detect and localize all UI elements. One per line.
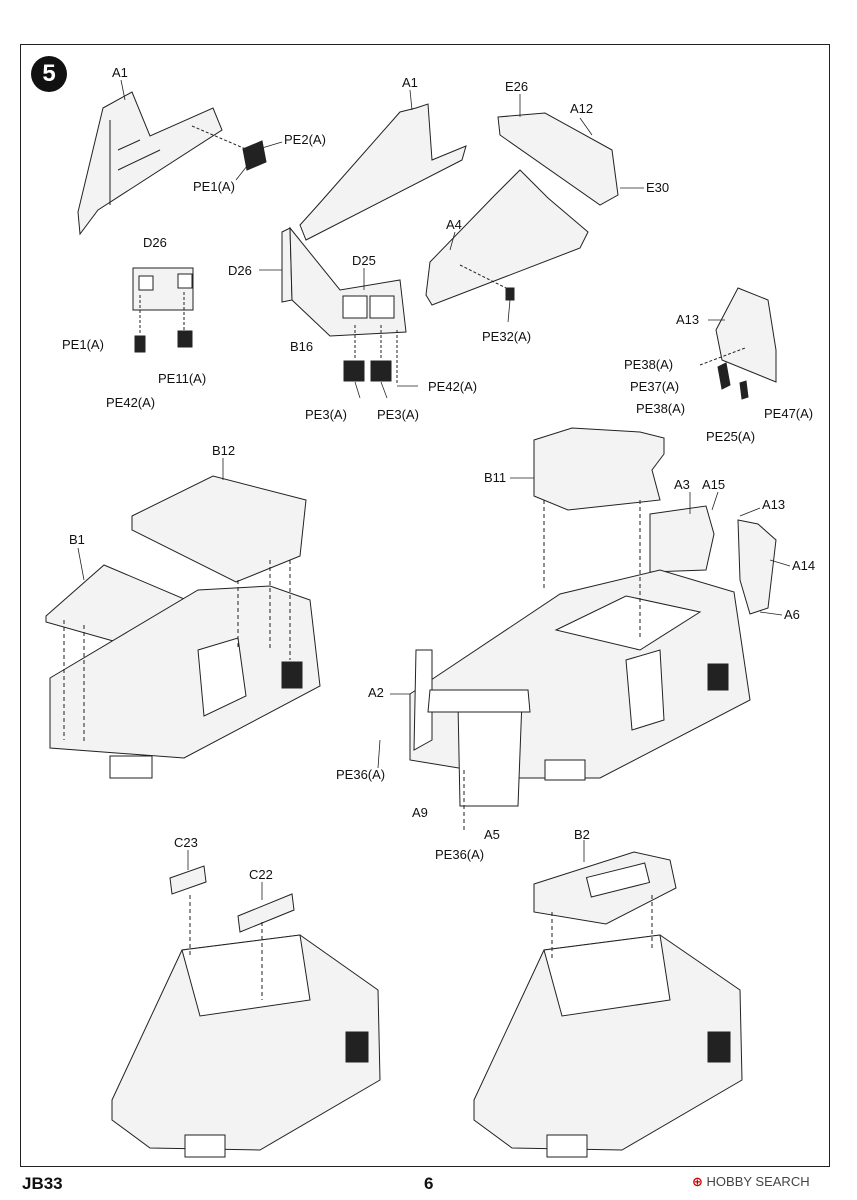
label-a3: A3 bbox=[674, 477, 690, 492]
page-frame bbox=[20, 44, 830, 1167]
label-pe11-a: PE11(A) bbox=[158, 371, 207, 386]
label-e26: E26 bbox=[505, 79, 529, 94]
pe1-part-mid bbox=[135, 336, 145, 352]
label-pe2-a: PE2(A) bbox=[284, 132, 326, 147]
label-a14: A14 bbox=[792, 558, 816, 573]
label-d26-side: D26 bbox=[228, 263, 252, 278]
part-hull-tub-b11 bbox=[410, 428, 776, 830]
label-pe38-a-2: PE38(A) bbox=[636, 401, 686, 416]
label-a6: A6 bbox=[784, 607, 800, 622]
label-b2: B2 bbox=[574, 827, 590, 842]
label-a4: A4 bbox=[446, 217, 462, 232]
label-pe36-a-2: PE36(A) bbox=[435, 847, 485, 862]
label-e30: E30 bbox=[646, 180, 670, 195]
watermark: ⊕ HOBBY SEARCH bbox=[692, 1174, 810, 1190]
label-pe1-a-mid: PE1(A) bbox=[62, 337, 104, 352]
label-a2: A2 bbox=[368, 685, 384, 700]
label-pe42-a-center: PE42(A) bbox=[428, 379, 478, 394]
label-c23: C23 bbox=[174, 835, 198, 850]
label-a13-top: A13 bbox=[676, 312, 700, 327]
label-pe38-a-1: PE38(A) bbox=[624, 357, 674, 372]
step-number-badge: 5 bbox=[31, 56, 67, 92]
label-pe42-a-left: PE42(A) bbox=[106, 395, 156, 410]
pe11-part bbox=[178, 331, 192, 347]
label-a13-mid: A13 bbox=[762, 497, 786, 512]
leader-lines bbox=[78, 80, 790, 900]
label-a1-center: A1 bbox=[402, 75, 418, 90]
pe2-part bbox=[243, 141, 266, 170]
label-pe3-a-2: PE3(A) bbox=[377, 407, 419, 422]
part-a13-plate bbox=[700, 288, 776, 399]
hobby-search-logo-icon: ⊕ bbox=[692, 1174, 703, 1189]
label-b1: B1 bbox=[69, 532, 85, 547]
label-pe32-a: PE32(A) bbox=[482, 329, 532, 344]
kit-code: JB33 bbox=[22, 1174, 63, 1193]
label-d26-top: D26 bbox=[143, 235, 167, 250]
label-pe37-a: PE37(A) bbox=[630, 379, 680, 394]
part-upper-hull-c23-c22 bbox=[112, 866, 380, 1157]
label-a5: A5 bbox=[484, 827, 500, 842]
label-pe36-a-1: PE36(A) bbox=[336, 767, 386, 782]
label-b12: B12 bbox=[212, 443, 236, 458]
watermark-text: HOBBY SEARCH bbox=[706, 1174, 810, 1189]
pe3-part-1 bbox=[344, 361, 364, 381]
part-hull-tub-b12-b1 bbox=[46, 476, 320, 778]
label-b16: B16 bbox=[290, 339, 314, 354]
label-a1-left: A1 bbox=[112, 65, 128, 80]
label-a15: A15 bbox=[702, 477, 726, 492]
label-a9: A9 bbox=[412, 805, 428, 820]
pe32-part bbox=[506, 288, 514, 300]
pe3-part-2 bbox=[371, 361, 391, 381]
label-b11: B11 bbox=[484, 470, 507, 485]
label-pe25-a: PE25(A) bbox=[706, 429, 756, 444]
label-pe3-a-1: PE3(A) bbox=[305, 407, 347, 422]
part-upper-hull-b2 bbox=[474, 852, 742, 1157]
part-d26-panel bbox=[133, 268, 193, 352]
label-a12: A12 bbox=[570, 101, 594, 116]
label-pe1-a-top: PE1(A) bbox=[193, 179, 235, 194]
label-c22: C22 bbox=[249, 867, 273, 882]
label-d25: D25 bbox=[352, 253, 376, 268]
page-number: 6 bbox=[424, 1174, 434, 1193]
part-hull-sides bbox=[282, 104, 618, 384]
label-pe47-a: PE47(A) bbox=[764, 406, 814, 421]
part-a1-left bbox=[78, 92, 266, 234]
